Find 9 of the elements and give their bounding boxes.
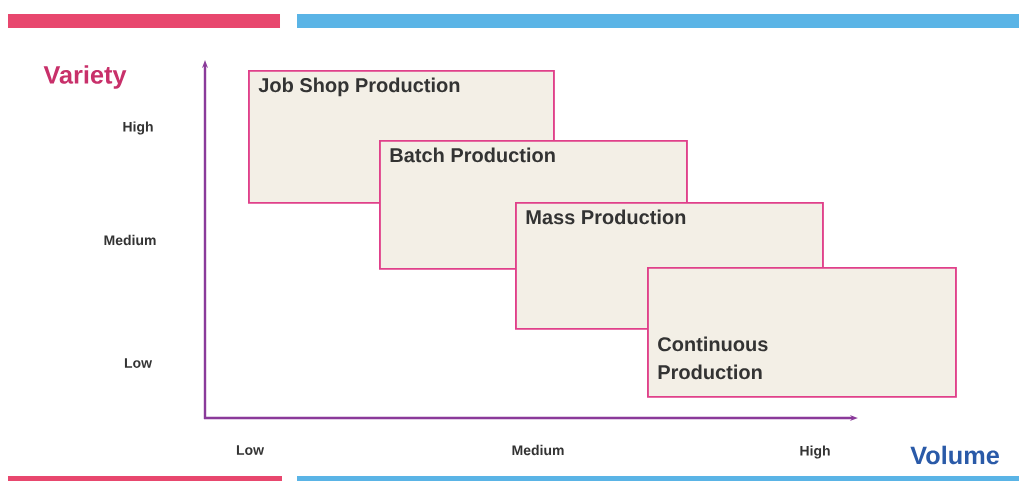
axis-title: Variety — [43, 65, 127, 89]
axis-tick-label: Low — [236, 445, 265, 455]
axis-tick-label: Low — [124, 358, 153, 368]
axis-tick-label: High — [123, 121, 153, 135]
axis-title: Volume — [910, 445, 999, 465]
production-box: Continuous Production — [647, 267, 957, 398]
axis-tick-label: Medium — [512, 444, 564, 456]
axis-tick-label: High — [800, 445, 830, 459]
axis-tick-label: Medium — [104, 234, 156, 246]
